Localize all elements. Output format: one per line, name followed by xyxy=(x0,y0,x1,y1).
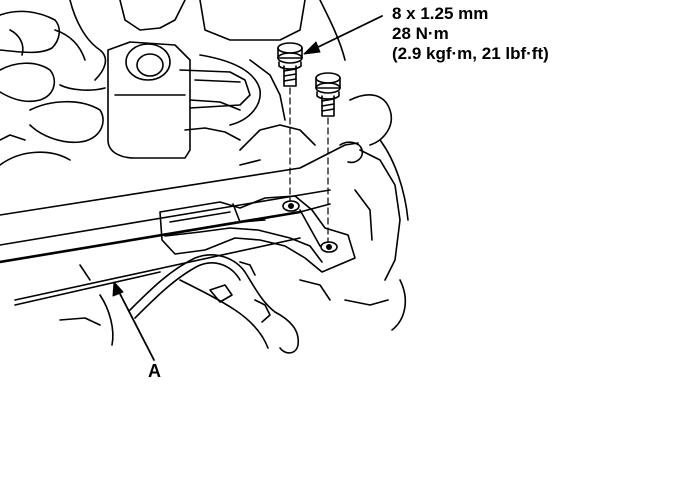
part-a-label: A xyxy=(148,361,161,381)
lower-hoses xyxy=(59,254,331,354)
engine-background-parts xyxy=(0,0,409,331)
bolt-alignment-lines xyxy=(289,87,329,243)
tie-rod xyxy=(0,141,364,246)
callout-leader-arrow xyxy=(303,15,383,55)
pulley-assembly xyxy=(107,41,251,159)
flange-bolt-left xyxy=(277,42,303,87)
part-a-leader-arrow xyxy=(112,281,155,361)
mounting-bracket xyxy=(159,195,356,273)
subframe-member xyxy=(0,203,331,306)
torque-nm-text: 28 N·m xyxy=(392,24,449,43)
torque-callout: 8 x 1.25 mm 28 N·m (2.9 kgf·m, 21 lbf·ft… xyxy=(392,4,549,64)
bolt-size-text: 8 x 1.25 mm xyxy=(392,4,489,23)
flange-bolt-right xyxy=(315,72,341,117)
torque-alt-units-text: (2.9 kgf·m, 21 lbf·ft) xyxy=(392,44,549,63)
